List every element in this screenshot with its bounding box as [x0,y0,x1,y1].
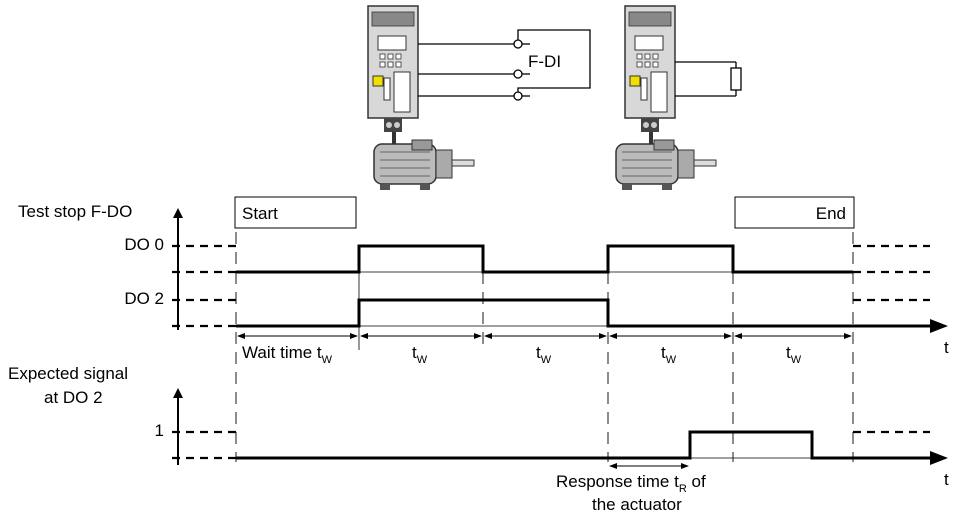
drive-unit-left [367,5,419,132]
t-label-bottom: t [944,470,949,489]
wait-time-label: Wait time tW [242,343,333,366]
do0-dashed-levels [172,244,930,274]
motor-left [373,132,475,190]
start-label: Start [242,204,278,223]
expected-signal-label-2: at DO 2 [44,388,103,407]
tw-label-5: tW [786,343,802,366]
drive-unit-right [624,5,676,132]
test-stop-label: Test stop F-DO [18,202,132,221]
motor-right [615,132,717,190]
tw-label-3: tW [536,343,552,366]
do0-signal [236,244,853,274]
actuator-wiring [675,61,742,97]
do2-signal [236,298,940,328]
actuator-label: the actuator [592,495,682,514]
do2-label: DO 2 [124,289,164,308]
actuator-resistor [730,67,742,91]
level-one-label: 1 [155,421,164,440]
t-label-top: t [944,338,949,357]
do0-label: DO 0 [124,235,164,254]
expected-dashed-levels [172,430,930,460]
response-time-label: Response time tR of [556,472,706,495]
start-box [234,196,357,229]
time-axis-arrow-top [930,319,948,333]
expected-signal [236,430,940,460]
time-axis-arrow-bottom [930,451,948,465]
end-box [734,196,855,229]
fdi-wiring: F-DI [418,29,591,101]
tw-label-4: tW [661,343,677,366]
tw-label-2: tW [412,343,428,366]
interval-dividers [235,232,854,462]
do2-dashed-levels [172,298,930,328]
expected-signal-label-1: Expected signal [8,364,128,383]
fdi-label: F-DI [528,52,561,71]
end-label: End [816,204,846,223]
